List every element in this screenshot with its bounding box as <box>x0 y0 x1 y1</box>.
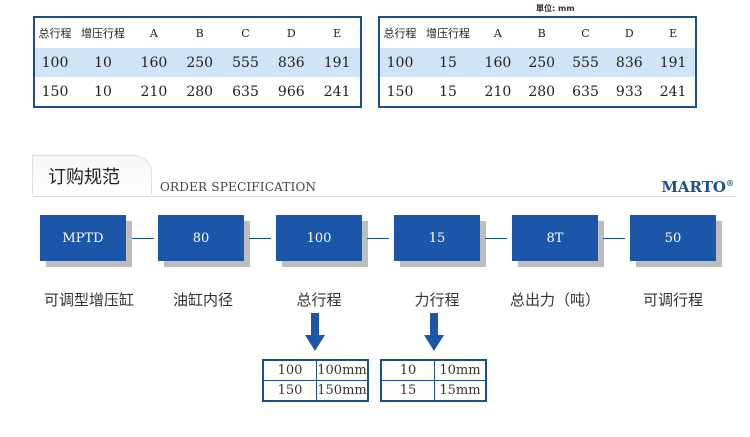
down-arrow-icon <box>424 313 444 351</box>
table-header-row: 总行程 增压行程 A B C D E <box>380 18 695 48</box>
cell: 280 <box>528 83 556 100</box>
cell: 15 <box>420 48 476 77</box>
header-d: D <box>624 26 634 40</box>
section-tab <box>32 155 152 194</box>
code-box-model: MPTD <box>40 215 126 261</box>
header-total-stroke: 总行程 <box>383 27 417 40</box>
connector-dash <box>249 238 271 239</box>
code-box-adjust-stroke: 50 <box>630 215 716 261</box>
code-box-power-stroke: 15 <box>394 215 480 261</box>
cell: 555 <box>222 48 269 77</box>
table-row: 10 10mm <box>380 359 487 381</box>
cell: 150mm <box>316 380 369 402</box>
header-boost-stroke: 增压行程 <box>426 27 470 40</box>
cell: 150 <box>386 83 414 100</box>
cell: 10 <box>75 48 131 77</box>
header-d: D <box>286 26 296 40</box>
header-a: A <box>493 26 502 40</box>
header-e: E <box>669 26 678 40</box>
cell: 250 <box>176 48 223 77</box>
cell: 100 <box>262 359 317 381</box>
cell: 191 <box>651 48 695 77</box>
label-power-stroke: 力行程 <box>414 291 460 309</box>
cell: 100mm <box>316 359 369 381</box>
force-stroke-options-table: 10 10mm 15 15mm <box>380 359 487 402</box>
cell: 250 <box>519 48 564 77</box>
header-a: A <box>149 26 158 40</box>
table-row: 100 10 160 250 555 836 191 <box>35 48 360 77</box>
divider <box>32 196 736 197</box>
section-title-cn: 订购规范 <box>48 167 120 188</box>
cell: 100 <box>380 48 420 77</box>
code-box-bore: 80 <box>158 215 244 261</box>
cell: 160 <box>131 48 177 77</box>
cell: 160 <box>476 48 520 77</box>
label-force: 总出力（吨） <box>509 291 600 309</box>
header-c: C <box>241 26 250 40</box>
cell: 210 <box>140 83 168 100</box>
unit-label: 單位: mm <box>536 4 575 13</box>
cell: 15 <box>380 380 435 402</box>
table-row: 150 10 210 280 635 966 241 <box>35 77 360 106</box>
cell: 10 <box>380 359 435 381</box>
label-adjust-stroke: 可调行程 <box>642 291 703 309</box>
table-row: 150 150mm <box>262 380 369 402</box>
header-c: C <box>581 26 590 40</box>
header-b: B <box>537 26 546 40</box>
connector-dash <box>132 238 154 239</box>
cell: 836 <box>607 48 652 77</box>
cell: 15mm <box>434 380 487 402</box>
registered-mark: ® <box>726 178 734 188</box>
cell: 966 <box>277 83 305 100</box>
code-box-force: 8T <box>512 215 598 261</box>
cell: 555 <box>563 48 608 77</box>
cell: 933 <box>615 83 643 100</box>
cell: 191 <box>314 48 360 77</box>
cell: 10 <box>94 83 112 100</box>
cell: 635 <box>232 83 259 100</box>
cell: 241 <box>323 83 351 100</box>
cell: 150 <box>262 380 317 402</box>
table-row: 100 15 160 250 555 836 191 <box>380 48 695 77</box>
cell: 15 <box>439 83 457 100</box>
cell: 210 <box>484 83 512 100</box>
connector-dash <box>603 238 625 239</box>
header-total-stroke: 总行程 <box>38 27 72 40</box>
spec-table-left: 总行程 增压行程 A B C D E 100 10 160 250 555 83… <box>33 16 362 108</box>
brand-name: MARTO <box>661 178 726 196</box>
section-title-en: ORDER SPECIFICATION <box>160 180 317 194</box>
connector-dash <box>367 238 389 239</box>
label-total-stroke: 总行程 <box>296 291 342 309</box>
connector-dash <box>485 238 507 239</box>
table-row: 100 100mm <box>262 359 369 381</box>
cell: 10mm <box>434 359 487 381</box>
down-arrow-icon <box>305 313 325 351</box>
brand-logo: MARTO® <box>661 178 734 196</box>
label-bore: 油缸内径 <box>172 291 233 309</box>
cell: 100 <box>35 48 75 77</box>
cell: 241 <box>659 83 687 100</box>
header-b: B <box>195 26 204 40</box>
header-boost-stroke: 增压行程 <box>81 27 125 40</box>
stroke-options-table: 100 100mm 150 150mm <box>262 359 369 402</box>
cell: 150 <box>41 83 69 100</box>
cell: 280 <box>186 83 214 100</box>
cell: 635 <box>572 83 599 100</box>
table-row: 150 15 210 280 635 933 241 <box>380 77 695 106</box>
header-e: E <box>333 26 342 40</box>
cell: 836 <box>268 48 315 77</box>
table-row: 15 15mm <box>380 380 487 402</box>
spec-table-right: 总行程 增压行程 A B C D E 100 15 160 250 555 83… <box>378 16 697 108</box>
table-header-row: 总行程 增压行程 A B C D E <box>35 18 360 48</box>
code-box-total-stroke: 100 <box>276 215 362 261</box>
label-model: 可调型增压缸 <box>43 291 134 309</box>
